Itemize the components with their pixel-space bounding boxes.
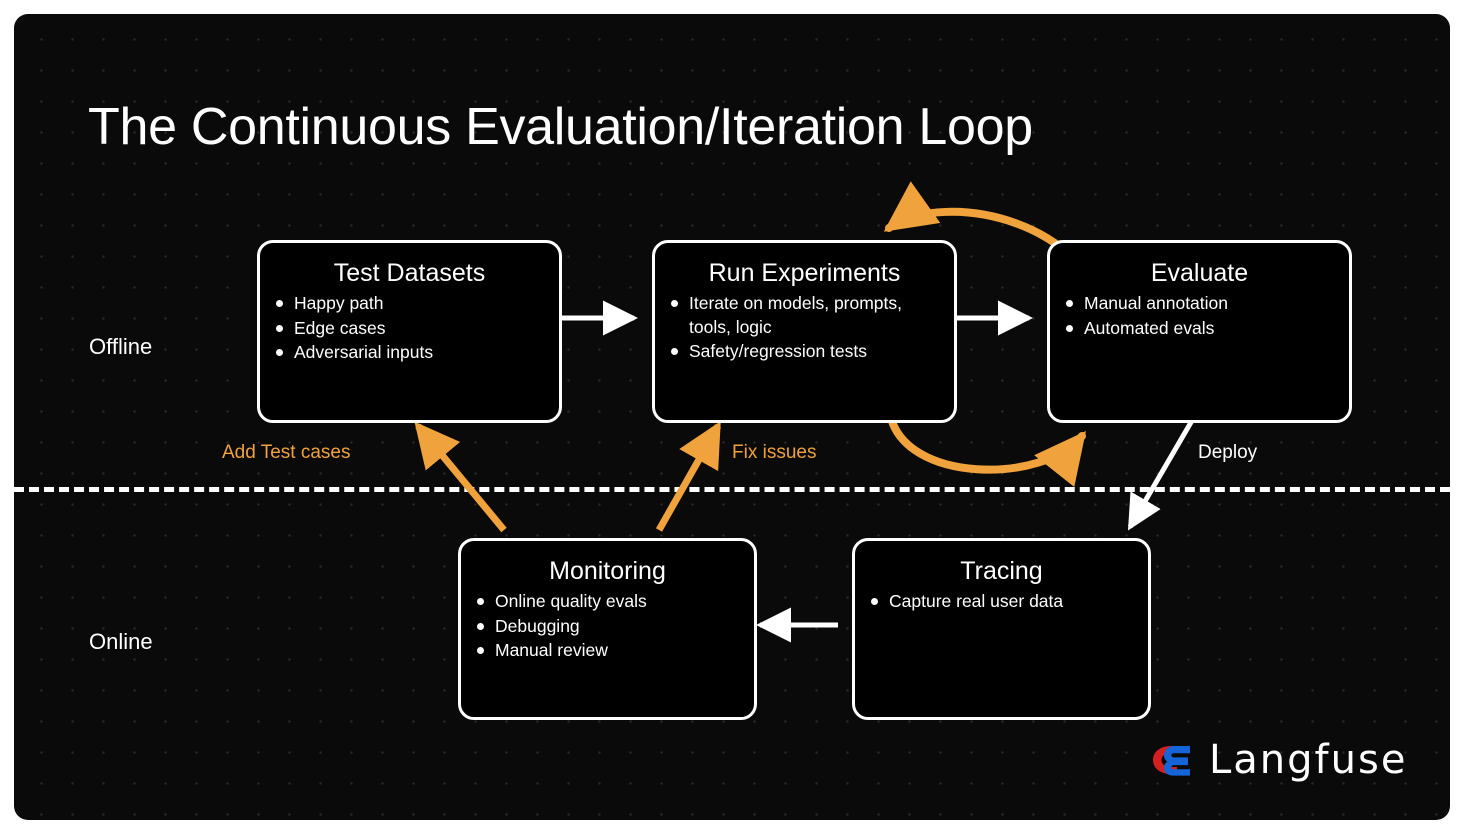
bullet-dot-icon — [477, 622, 484, 630]
list-item: Happy path — [276, 292, 549, 315]
phase-label-online: Online — [89, 629, 153, 654]
list-item: Automated evals — [1066, 317, 1339, 340]
edge-label-fix-issues: Fix issues — [732, 442, 817, 463]
list-item-label: Safety/regression tests — [689, 341, 867, 362]
node-run-experiments[interactable]: Run Experiments Iterate on models, promp… — [652, 240, 957, 423]
bullet-dot-icon — [1066, 324, 1073, 332]
list-item-label: Capture real user data — [889, 591, 1064, 612]
bullet-dot-icon — [671, 348, 678, 356]
diagram-canvas: The Continuous Evaluation/Iteration Loop… — [14, 14, 1450, 820]
node-test-datasets[interactable]: Test Datasets Happy path Edge cases Adve… — [257, 240, 562, 423]
list-item-label: Debugging — [495, 615, 580, 636]
bullet-dot-icon — [477, 598, 484, 606]
node-bullet-list: Iterate on models, prompts, tools, logic… — [655, 292, 954, 363]
node-bullet-list: Manual annotation Automated evals — [1050, 292, 1349, 340]
edge-monitoring-to-experiments — [655, 421, 722, 532]
node-title: Tracing — [960, 557, 1043, 585]
list-item: Debugging — [477, 615, 744, 638]
bullet-dot-icon — [1066, 300, 1073, 308]
list-item: Iterate on models, prompts, tools, logic — [671, 292, 944, 339]
list-item: Capture real user data — [871, 590, 1138, 613]
node-tracing[interactable]: Tracing Capture real user data — [852, 538, 1151, 720]
bullet-dot-icon — [871, 598, 878, 606]
edge-evaluate-to-tracing — [1127, 410, 1200, 531]
list-item-label: Online quality evals — [495, 591, 647, 612]
list-item: Adversarial inputs — [276, 341, 549, 364]
node-evaluate[interactable]: Evaluate Manual annotation Automated eva… — [1047, 240, 1352, 423]
node-title: Run Experiments — [708, 259, 901, 287]
offline-online-divider — [14, 487, 1450, 492]
list-item-label: Manual review — [495, 640, 608, 661]
list-item: Manual annotation — [1066, 292, 1339, 315]
bullet-dot-icon — [276, 324, 283, 332]
list-item-label: Happy path — [294, 293, 384, 314]
list-item-label: Iterate on models, prompts, tools, logic — [689, 293, 903, 337]
langfuse-mark-icon — [1153, 746, 1190, 776]
edge-monitoring-to-datasets — [414, 421, 507, 533]
node-title: Test Datasets — [333, 259, 486, 287]
list-item-label: Automated evals — [1084, 317, 1215, 338]
list-item: Edge cases — [276, 317, 549, 340]
bullet-dot-icon — [276, 349, 283, 357]
node-bullet-list: Happy path Edge cases Adversarial inputs — [260, 292, 559, 364]
edge-label-deploy: Deploy — [1198, 442, 1258, 463]
page-title: The Continuous Evaluation/Iteration Loop — [88, 98, 1033, 156]
bullet-dot-icon — [671, 300, 678, 308]
node-bullet-list: Capture real user data — [855, 590, 1148, 613]
edge-label-add-test-cases: Add Test cases — [222, 442, 351, 463]
node-title: Monitoring — [549, 557, 666, 585]
list-item-label: Manual annotation — [1084, 293, 1228, 314]
node-monitoring[interactable]: Monitoring Online quality evals Debuggin… — [458, 538, 757, 720]
list-item: Online quality evals — [477, 590, 744, 613]
list-item: Safety/regression tests — [671, 340, 944, 363]
langfuse-wordmark: Langfuse — [1209, 737, 1408, 783]
node-title: Evaluate — [1150, 259, 1249, 287]
phase-label-offline: Offline — [89, 334, 153, 359]
langfuse-logo: Langfuse — [1150, 737, 1407, 783]
list-item: Manual review — [477, 639, 744, 662]
bullet-dot-icon — [477, 647, 484, 655]
node-bullet-list: Online quality evals Debugging Manual re… — [461, 590, 754, 662]
list-item-label: Adversarial inputs — [294, 342, 434, 363]
list-item-label: Edge cases — [294, 317, 386, 338]
bullet-dot-icon — [276, 300, 283, 308]
